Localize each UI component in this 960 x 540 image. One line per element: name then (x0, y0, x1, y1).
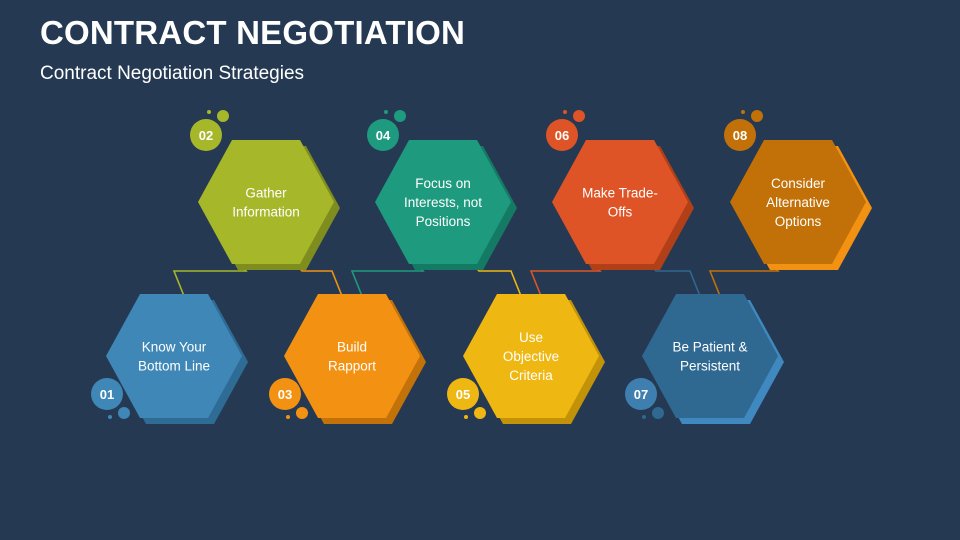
hexagon-shape (375, 140, 511, 264)
step-label-line: Gather (245, 186, 287, 201)
decor-dot (751, 110, 763, 122)
step-label-line: Focus on (415, 176, 471, 191)
step-label-line: Alternative (766, 195, 830, 210)
decor-dot-small (207, 110, 211, 114)
step-number: 01 (100, 387, 114, 402)
connector-line (529, 261, 602, 297)
step-label-line: Objective (503, 349, 559, 364)
decor-dot-small (741, 110, 745, 114)
step-number-badge (269, 378, 301, 410)
decor-dot (573, 110, 585, 122)
decor-dot-small (286, 415, 290, 419)
step-06: Make Trade- Offs 06 (546, 110, 694, 270)
step-number: 04 (376, 128, 391, 143)
step-number: 05 (456, 387, 470, 402)
hexagon-shape (198, 140, 334, 264)
step-label-line: Build (337, 340, 367, 355)
step-number-badge (625, 378, 657, 410)
hexagon-shape (552, 140, 688, 264)
step-label-line: Interests, not (404, 195, 482, 210)
step-number: 02 (199, 128, 213, 143)
step-label-line: Use (519, 330, 543, 345)
step-label-line: Rapport (328, 359, 376, 374)
decor-dot-small (563, 110, 567, 114)
decor-dot-small (384, 110, 388, 114)
page-title: CONTRACT NEGOTIATION (40, 14, 466, 51)
step-number-badge (546, 119, 578, 151)
connector-line (708, 261, 780, 297)
step-label-line: Be Patient & (672, 340, 747, 355)
step-07: Be Patient & Persistent 07 (625, 294, 784, 424)
page-subtitle: Contract Negotiation Strategies (40, 63, 305, 84)
decor-dot (394, 110, 406, 122)
step-number: 03 (278, 387, 292, 402)
step-label-line: Information (232, 205, 300, 220)
step-label-line: Persistent (680, 359, 740, 374)
step-label-line: Criteria (509, 368, 553, 383)
step-label-line: Consider (771, 176, 826, 191)
step-label-line: Positions (416, 214, 471, 229)
step-label-line: Know Your (142, 340, 207, 355)
decor-dot (217, 110, 229, 122)
decor-dot (474, 407, 486, 419)
decor-dot (296, 407, 308, 419)
step-label-line: Make Trade- (582, 186, 658, 201)
decor-dot-small (464, 415, 468, 419)
connector-line (172, 261, 248, 297)
hexagon-shape (730, 140, 866, 264)
step-number: 06 (555, 128, 569, 143)
hexagon-shape (106, 294, 242, 418)
step-number: 07 (634, 387, 648, 402)
step-number-badge (447, 378, 479, 410)
step-number-badge (367, 119, 399, 151)
step-number: 08 (733, 128, 747, 143)
connector-line (350, 261, 425, 297)
hexagon-shape (284, 294, 420, 418)
step-number-badge (724, 119, 756, 151)
step-label-line: Options (775, 214, 822, 229)
step-number-badge (190, 119, 222, 151)
step-number-badge (91, 378, 123, 410)
step-label-line: Bottom Line (138, 359, 210, 374)
decor-dot-small (642, 415, 646, 419)
decor-dot-small (108, 415, 112, 419)
step-label-line: Offs (608, 205, 633, 220)
decor-dot (652, 407, 664, 419)
hexagon-shape (463, 294, 599, 418)
decor-dot (118, 407, 130, 419)
hexagon-shape (642, 294, 778, 418)
